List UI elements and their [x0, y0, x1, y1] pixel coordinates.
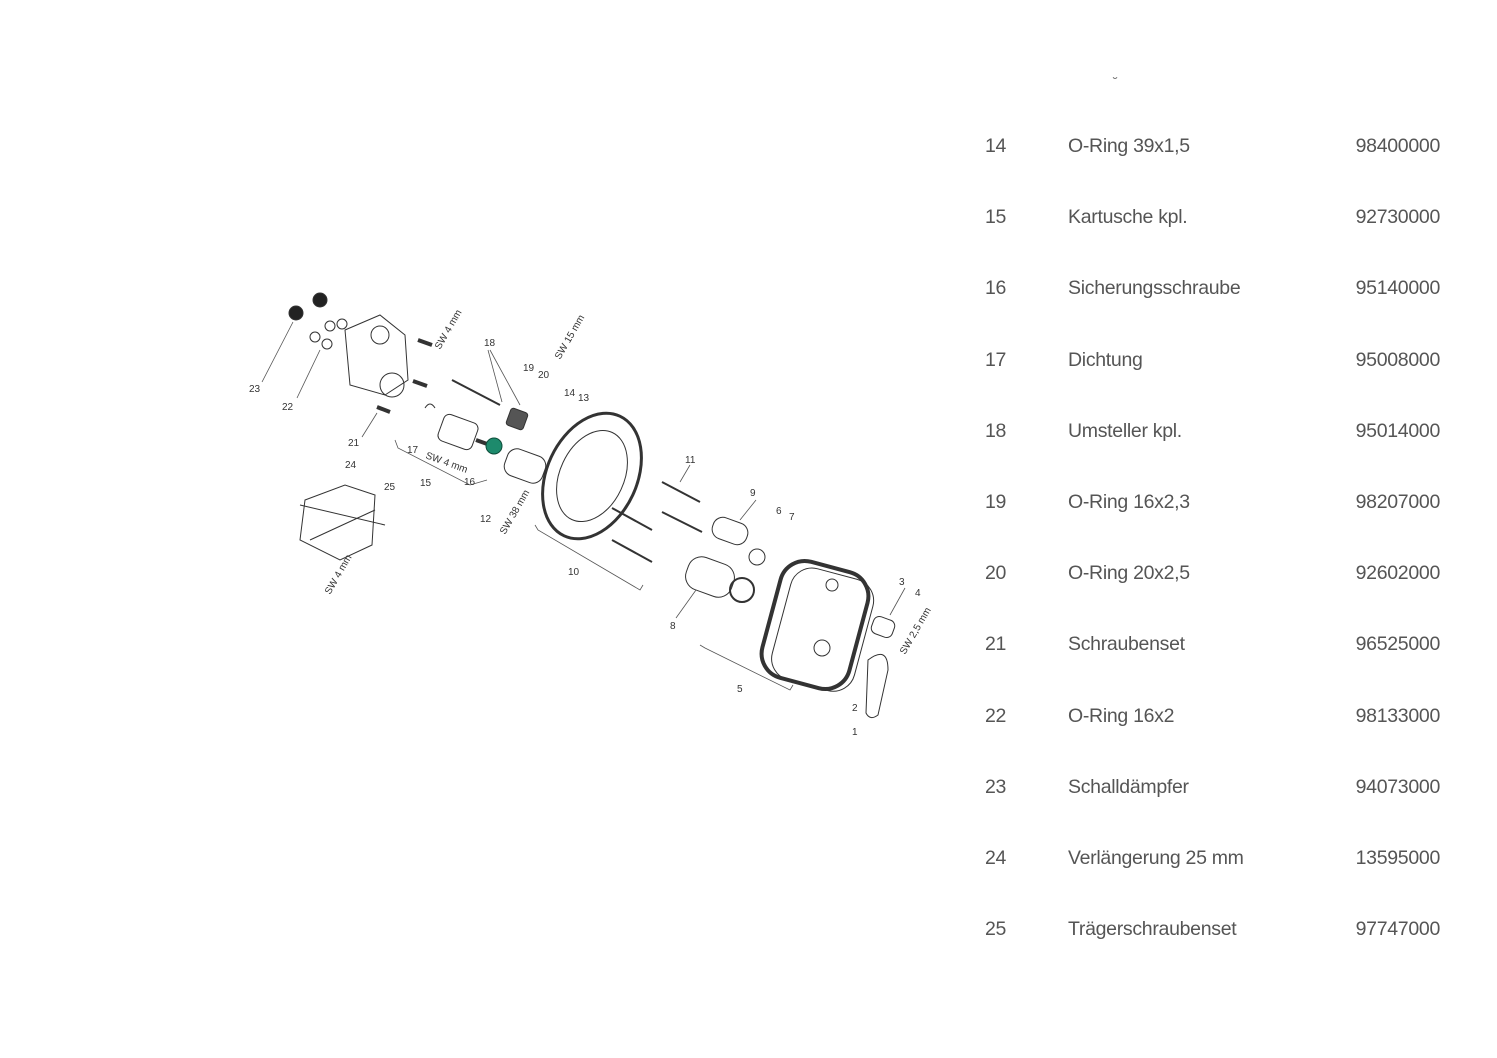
- extension-body: [299, 484, 376, 561]
- part-row: 15 Kartusche kpl. 92730000: [985, 206, 1440, 234]
- part-description: Trägerschraubenset: [1068, 918, 1237, 941]
- callout-label: 10: [568, 567, 580, 578]
- callout-label: 25: [384, 482, 396, 493]
- part-number-index: 19: [985, 491, 1007, 513]
- silencer-part: [288, 305, 304, 321]
- part-description: Dichtung: [1068, 348, 1143, 371]
- part-row: 14 O-Ring 39x1,5 98400000: [985, 135, 1440, 163]
- part-row: 25 Trägerschraubenset 97747000: [985, 918, 1440, 946]
- part-order-number: 92602000: [1355, 562, 1441, 585]
- part-order-number: 96525000: [1355, 633, 1441, 656]
- part-number-index: 20: [985, 562, 1007, 585]
- part-description: Schalldämpfer: [1068, 775, 1189, 798]
- tool-size-label: SW 4 mm: [424, 450, 469, 475]
- part-description: O-Ring 16x2: [1068, 704, 1175, 727]
- callout-label: 22: [282, 402, 294, 413]
- callout-label: 24: [345, 460, 357, 471]
- part-number-index: 15: [985, 206, 1007, 229]
- part-order-number: 95014000: [1355, 419, 1441, 442]
- highlighted-nut: [485, 437, 503, 455]
- part-order-number: 92730000: [1355, 206, 1441, 229]
- callout-label: 6: [776, 506, 782, 517]
- callout-label: 15: [420, 478, 432, 489]
- part-order-number: 95008000: [1355, 348, 1441, 371]
- part-number-index: 25: [985, 918, 1007, 941]
- part-row: 23 Schalldämpfer 94073000: [985, 776, 1440, 804]
- cover-plate: [759, 559, 871, 691]
- part-description: O-Ring 39x1,5: [1068, 135, 1190, 157]
- cut-off-text: ˘: [1113, 74, 1118, 90]
- callout-label: 3: [899, 577, 905, 588]
- part-description: Verlängerung 25 mm: [1068, 847, 1244, 869]
- callout-label: 12: [480, 514, 492, 525]
- silencer-part: [312, 292, 328, 308]
- callout-label: 14: [564, 388, 576, 399]
- part-number-index: 18: [985, 419, 1007, 442]
- callout-label: 16: [464, 477, 476, 488]
- callout-label: 11: [685, 455, 696, 466]
- part-number-index: 24: [985, 847, 1007, 869]
- part-row: 20 O-Ring 20x2,5 92602000: [985, 562, 1440, 590]
- callout-label: 17: [407, 445, 419, 456]
- part-description: Schraubenset: [1068, 633, 1185, 656]
- part-description: O-Ring 20x2,5: [1068, 562, 1190, 585]
- part-description: Umsteller kpl.: [1068, 419, 1182, 442]
- tool-size-label: SW 38 mm: [498, 488, 532, 536]
- callout-label: 19: [523, 363, 535, 374]
- callout-label: 18: [484, 338, 496, 349]
- part-order-number: 98133000: [1355, 704, 1441, 727]
- part-row: 16 Sicherungsschraube 95140000: [985, 277, 1440, 305]
- part-row: 22 O-Ring 16x2 98133000: [985, 705, 1440, 733]
- sleeve: [503, 448, 547, 484]
- part-order-number: 13595000: [1355, 847, 1441, 869]
- part-row: 19 O-Ring 16x2,3 98207000: [985, 491, 1440, 519]
- callout-label: 23: [249, 384, 261, 395]
- callout-label: 1: [852, 727, 858, 738]
- part-description: Sicherungsschraube: [1068, 277, 1241, 300]
- part-description: O-Ring 16x2,3: [1068, 491, 1190, 513]
- rosette: [541, 411, 643, 541]
- handle: [865, 653, 889, 719]
- callout-label: 7: [789, 512, 795, 523]
- callout-label: 4: [915, 588, 921, 599]
- part-row: 17 Dichtung 95008000: [985, 349, 1440, 377]
- part-order-number: 94073000: [1355, 775, 1441, 798]
- part-order-number: 95140000: [1355, 277, 1441, 300]
- part-number-index: 14: [985, 135, 1007, 157]
- part-description: Kartusche kpl.: [1068, 206, 1188, 229]
- callout-label: 13: [578, 393, 590, 404]
- part-number-index: 21: [985, 633, 1007, 656]
- part-row: 21 Schraubenset 96525000: [985, 633, 1440, 661]
- callout-label: 20: [538, 370, 550, 381]
- tool-size-label: SW 15 mm: [553, 313, 587, 361]
- callout-label: 2: [852, 703, 858, 714]
- callout-label: 9: [750, 488, 756, 499]
- part-number-index: 23: [985, 775, 1007, 798]
- callout-label: 8: [670, 621, 676, 632]
- part-order-number: 98400000: [1355, 135, 1441, 157]
- cartridge: [437, 413, 479, 451]
- part-number-index: 17: [985, 348, 1007, 371]
- part-number-index: 22: [985, 704, 1007, 727]
- part-order-number: 98207000: [1355, 491, 1441, 513]
- part-number-index: 16: [985, 277, 1007, 300]
- valve-body: [344, 314, 409, 396]
- part-order-number: 97747000: [1355, 918, 1441, 941]
- tool-size-label: SW 2,5 mm: [898, 606, 934, 657]
- tool-size-label: SW 4 mm: [433, 308, 464, 352]
- part-row: 18 Umsteller kpl. 95014000: [985, 420, 1440, 448]
- part-row: 24 Verlängerung 25 mm 13595000: [985, 847, 1440, 875]
- callout-label: 21: [348, 438, 360, 449]
- callout-label: 5: [737, 684, 743, 695]
